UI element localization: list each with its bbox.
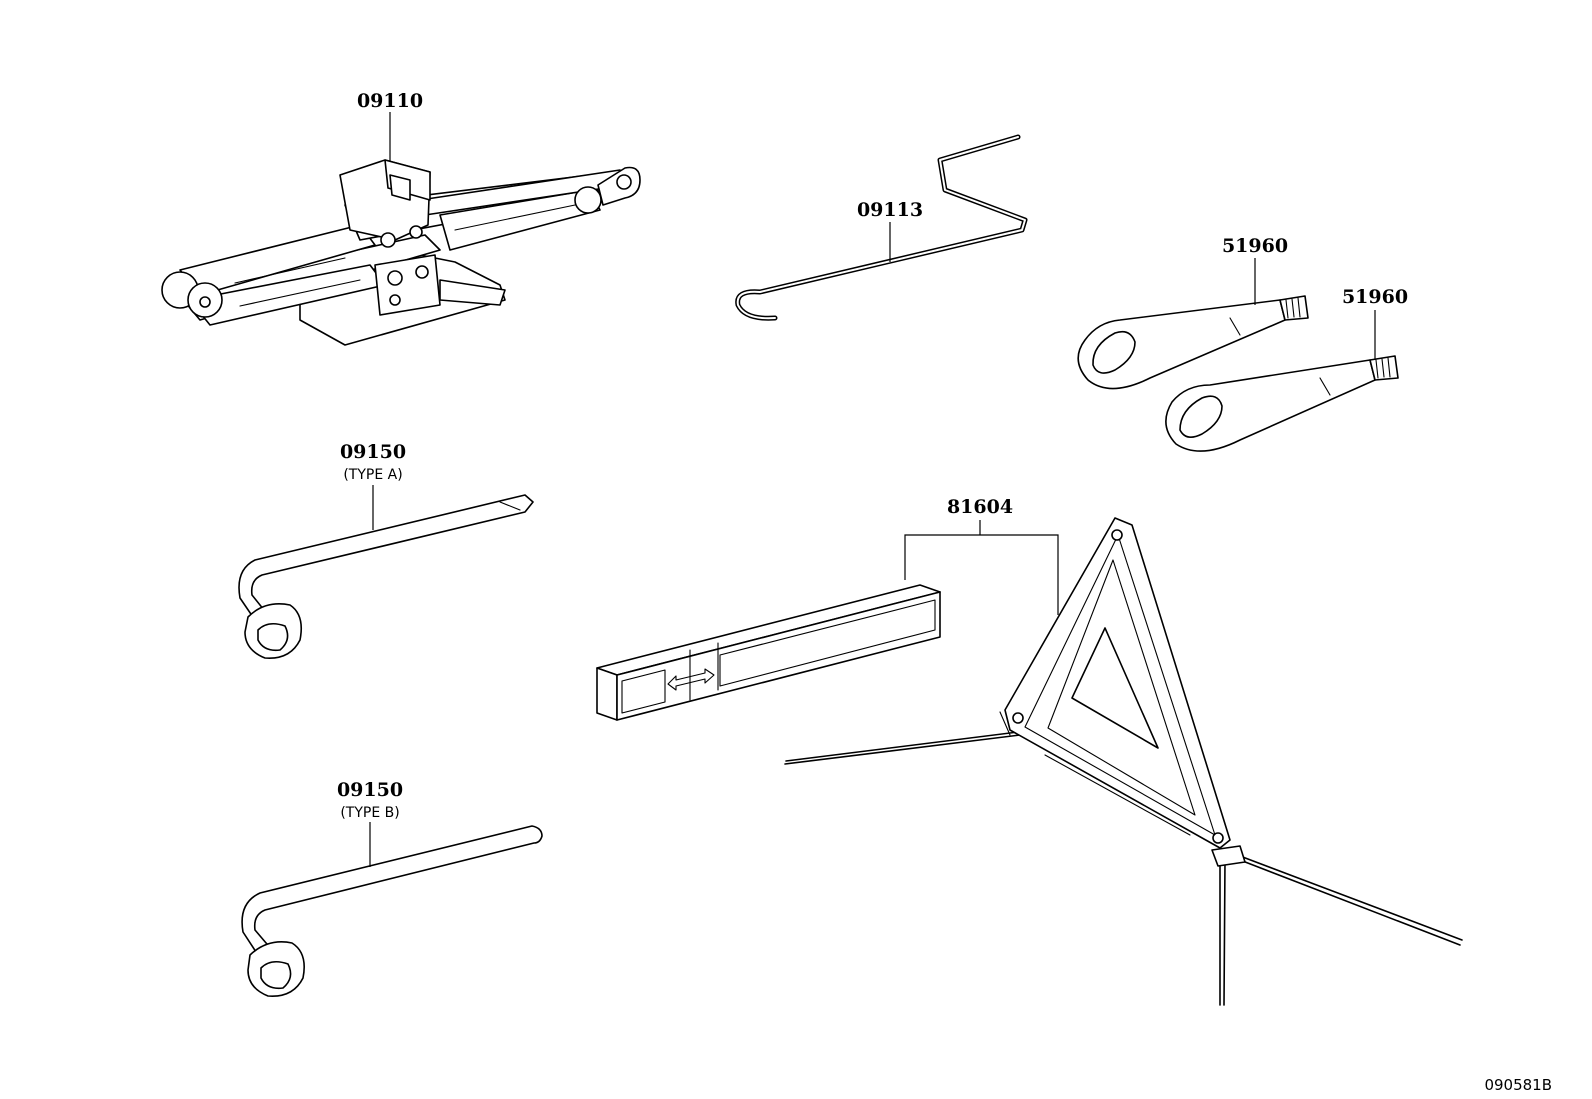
part-number-towing-eye-2[interactable]: 51960 — [1342, 286, 1408, 308]
part-number-warning-triangle[interactable]: 81604 — [947, 496, 1013, 518]
callout-bracket-triangle — [904, 534, 1059, 615]
part-number-wrench-a[interactable]: 09150 — [340, 441, 406, 463]
part-number-jack-handle[interactable]: 09113 — [857, 199, 923, 221]
part-number-jack[interactable]: 09110 — [357, 90, 423, 112]
wheel-nut-wrench-type-b-illustration — [241, 825, 543, 997]
towing-eye-1-illustration — [1077, 295, 1309, 390]
part-number-wrench-b[interactable]: 09150 — [337, 779, 403, 801]
scissor-jack-illustration — [161, 159, 641, 346]
type-label-wrench-b: (TYPE B) — [340, 805, 399, 821]
type-label-wrench-a: (TYPE A) — [343, 467, 402, 483]
figure-id: 090581B — [1484, 1076, 1552, 1094]
part-number-towing-eye-1[interactable]: 51960 — [1222, 235, 1288, 257]
wheel-nut-wrench-type-a-illustration — [238, 494, 534, 659]
triangle-storage-case-illustration — [596, 584, 941, 721]
jack-handle-illustration — [735, 134, 1028, 321]
warning-triangle-illustration — [784, 517, 1463, 1006]
towing-eye-2-illustration — [1165, 355, 1399, 452]
